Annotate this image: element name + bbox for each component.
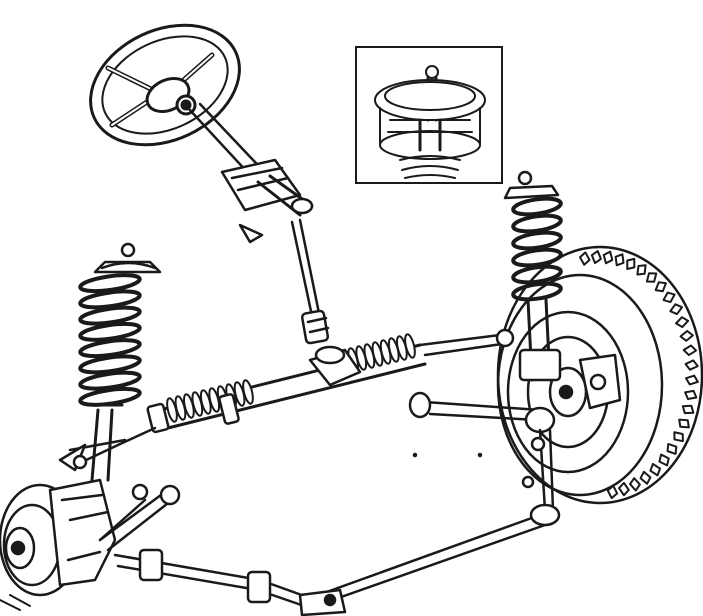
tread-block (639, 470, 652, 485)
tread-block (618, 481, 630, 497)
right-coil-spring-strut (503, 170, 563, 382)
left-spring-coil (78, 338, 142, 359)
right-spring-coil (511, 264, 563, 285)
tread-block (629, 477, 641, 492)
detail-marks (412, 452, 483, 458)
tread-block (606, 484, 619, 500)
right-spring-coil (511, 230, 563, 251)
right-spring-coil (511, 281, 563, 302)
tread-block (590, 250, 602, 265)
tread-block (654, 281, 667, 293)
strut-top-mount-inset (355, 46, 503, 184)
tread-block (658, 453, 670, 467)
tread-block (626, 257, 636, 271)
tread-block (662, 291, 676, 304)
right-lower-control-arm (408, 391, 561, 527)
left-spring-coil (78, 305, 142, 326)
left-lower-control-arm (98, 483, 181, 552)
right-spring-coil (511, 247, 563, 268)
tread-block (649, 462, 662, 477)
tread-block (666, 442, 678, 455)
tread-block (673, 431, 684, 443)
tread-block (678, 418, 690, 429)
left-boot-ring (242, 379, 254, 405)
steering-column (186, 102, 314, 244)
tread-block (602, 250, 614, 265)
right-tie-rod (418, 328, 515, 357)
right-spring-coil (511, 196, 563, 217)
tread-block (675, 316, 690, 329)
intermediate-shaft (290, 218, 330, 345)
tread-block (579, 251, 591, 266)
tread-block (684, 389, 698, 400)
left-spring-coil (78, 321, 142, 342)
left-coil-spring-strut (58, 242, 162, 482)
tread-block (681, 404, 695, 415)
tread-block (685, 374, 699, 386)
steering-wheel (89, 23, 241, 147)
tread-block (679, 329, 694, 342)
tread-block (645, 272, 658, 283)
anti-roll-bar (113, 513, 547, 616)
left-tie-rod (72, 426, 157, 470)
tread-block (669, 303, 684, 316)
tread-block (682, 344, 698, 357)
left-spring-coil (78, 354, 142, 375)
right-spring-coil (511, 213, 563, 234)
left-spring-coil (78, 370, 142, 391)
right-boot-ring (404, 333, 416, 359)
tread-block (636, 264, 647, 276)
left-spring-coil (78, 289, 142, 310)
left-spring-coil (78, 273, 142, 294)
rack-and-pinion-steering-gear (146, 333, 427, 434)
left-hub-and-brake-disc (0, 478, 117, 611)
tread-block (684, 359, 699, 371)
tread-block (614, 253, 625, 267)
